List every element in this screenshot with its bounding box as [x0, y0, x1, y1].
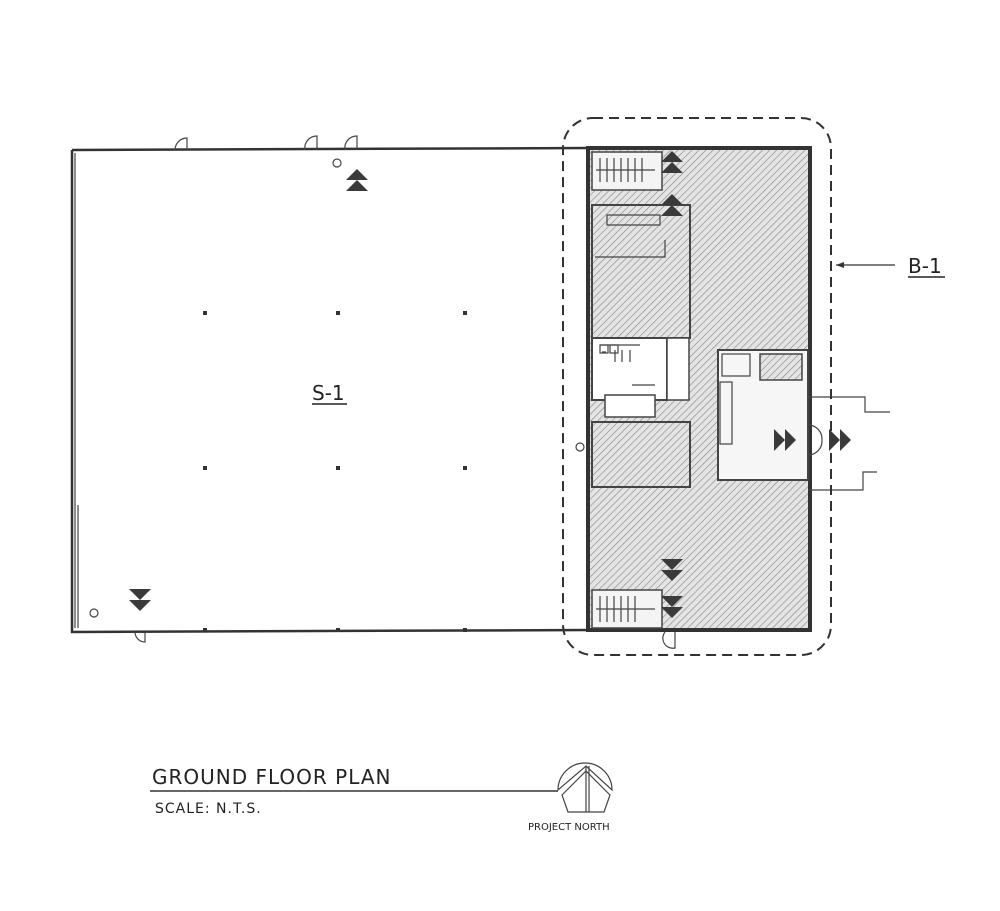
hydrant-icon [89, 608, 99, 618]
plan-scale: SCALE: N.T.S. [155, 801, 262, 817]
north-arrow-icon [557, 762, 613, 813]
hydrant-icon [332, 158, 342, 168]
hydrant-icon [575, 442, 585, 452]
plan-title: GROUND FLOOR PLAN [152, 765, 391, 789]
door-swing-icon [807, 424, 823, 456]
office-wing-b1 [586, 146, 890, 632]
zone-label-s1: S-1 [312, 381, 345, 405]
door-swing-icon [134, 631, 676, 649]
door-swing-icon [174, 135, 358, 151]
north-label: PROJECT NORTH [528, 822, 610, 833]
b1-boundary [562, 117, 832, 656]
warehouse-s1: S-1 [70, 135, 676, 649]
column-icon [203, 311, 467, 632]
zone-label-b1: B-1 [908, 254, 942, 278]
